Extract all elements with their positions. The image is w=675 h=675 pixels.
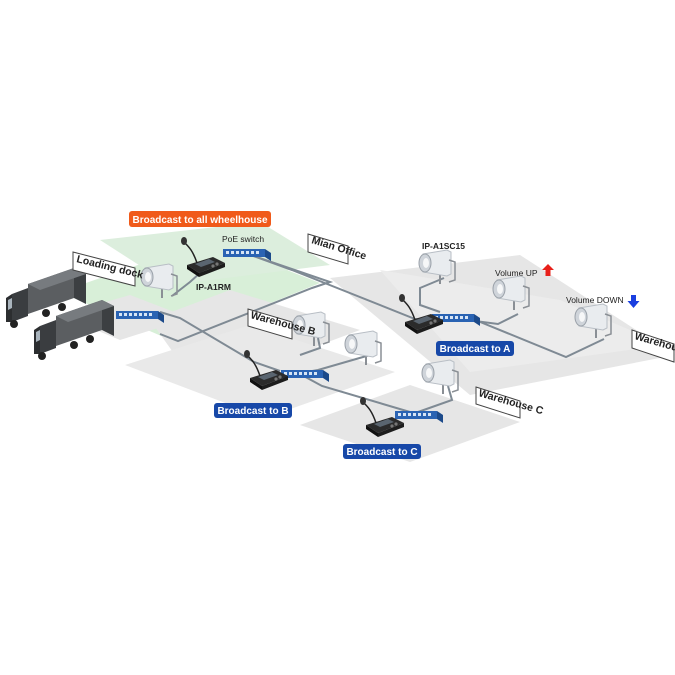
arrow-up-icon [542,264,554,276]
volume-up-label: Volume UP [495,268,538,278]
broadcast-all-button[interactable]: Broadcast to all wheelhouse [129,211,271,227]
poe-switch-label: PoE switch [222,234,264,244]
speaker-model-label: IP-A1SC15 [422,241,465,251]
speaker-horn-icon [421,359,459,395]
warehouse-c-floor [300,385,520,462]
svg-text:Broadcast to A: Broadcast to A [440,344,511,355]
arrow-down-icon [627,295,640,308]
svg-text:Broadcast to all wheelhouse: Broadcast to all wheelhouse [132,215,267,226]
volume-down-label: Volume DOWN [566,295,624,305]
broadcast-to-c-button[interactable]: Broadcast to C [343,444,421,459]
broadcast-to-b-button[interactable]: Broadcast to B [214,403,292,418]
broadcast-to-a-button[interactable]: Broadcast to A [436,341,514,356]
console-model-label: IP-A1RM [196,282,231,292]
svg-text:Broadcast to C: Broadcast to C [346,447,417,458]
svg-text:Broadcast to B: Broadcast to B [217,406,288,417]
